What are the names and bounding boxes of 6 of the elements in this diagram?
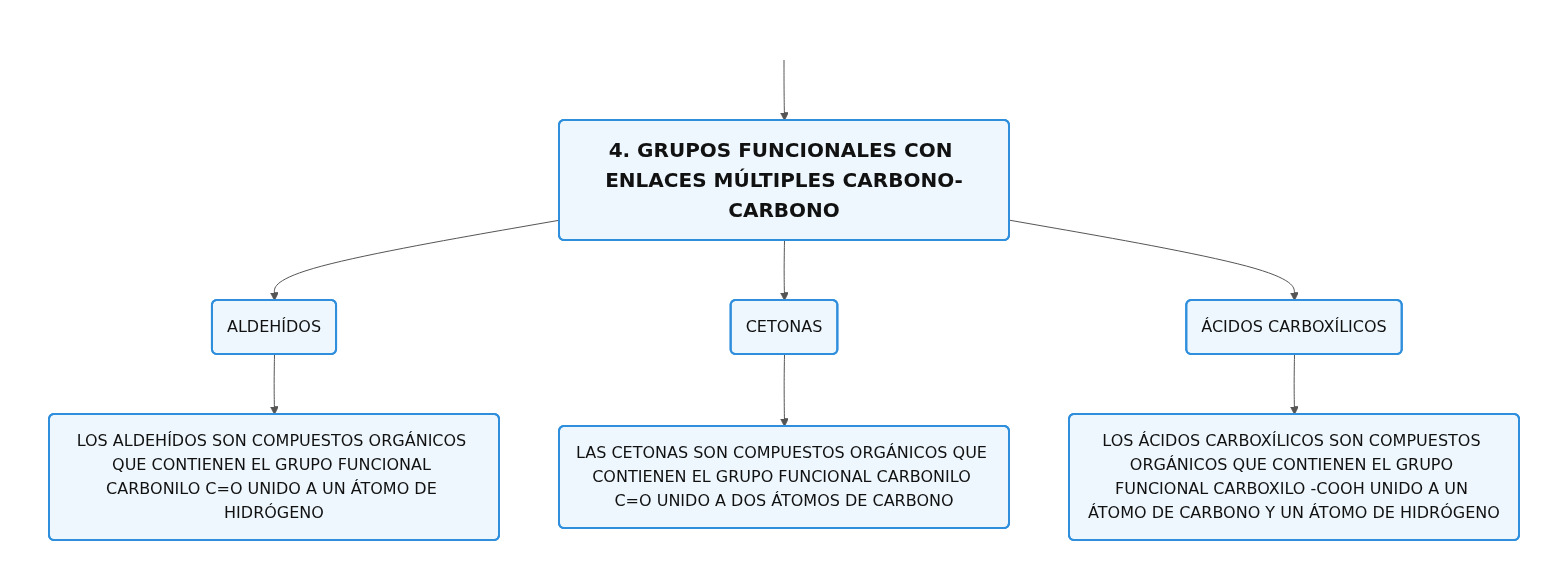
arrow xyxy=(779,353,789,427)
arrow xyxy=(1008,219,1299,301)
arrow xyxy=(779,59,789,121)
arrow xyxy=(1289,353,1299,415)
arrow xyxy=(779,239,789,301)
arrow xyxy=(269,353,279,415)
